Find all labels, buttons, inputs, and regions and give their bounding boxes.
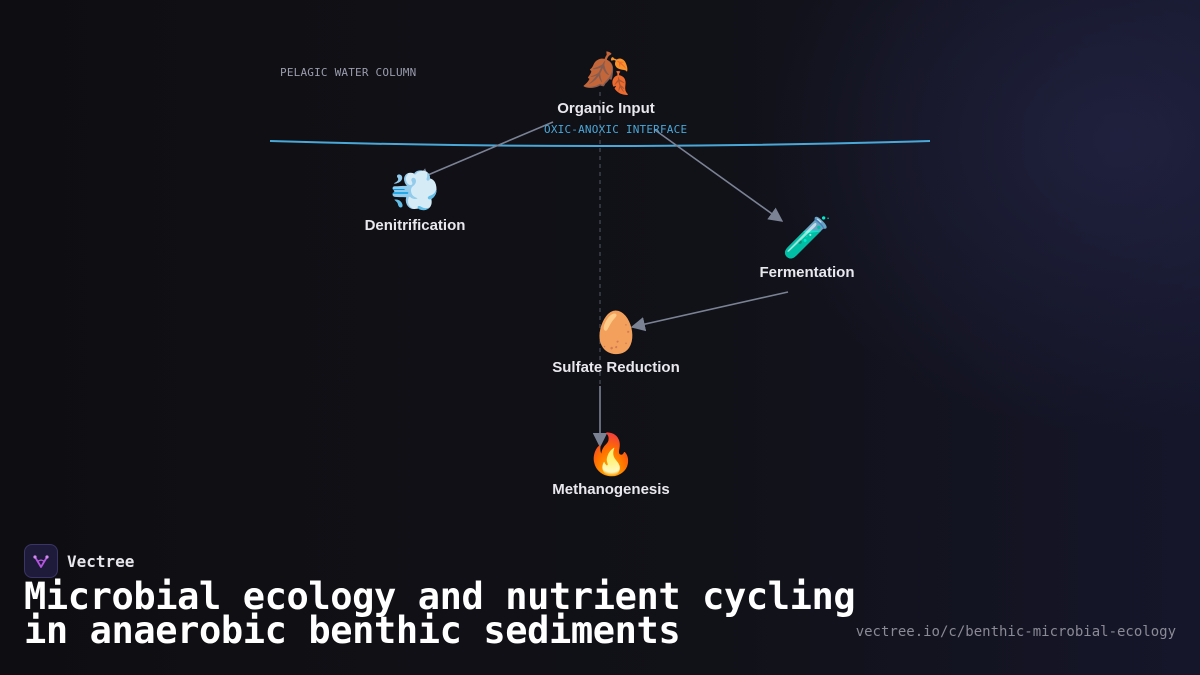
test-tube-icon: 🧪 (782, 215, 832, 261)
page-title: Microbial ecology and nutrient cycling i… (24, 575, 864, 652)
brand-name: Vectree (67, 551, 135, 571)
fire-icon: 🔥 (586, 432, 636, 478)
dash-wind-icon: 💨 (390, 168, 440, 214)
zone-label-interface: OXIC-ANOXIC INTERFACE (544, 123, 688, 136)
brand-logo-icon (24, 544, 58, 578)
brand[interactable]: Vectree (24, 544, 134, 578)
interface-line (269, 140, 931, 147)
edge-organic-to-denitrification (414, 121, 554, 182)
edge-organic-to-fermentation (654, 129, 784, 222)
edge-fermentation-to-sulfate (630, 291, 789, 332)
node-label: Denitrification (364, 217, 466, 234)
node-label: Sulfate Reduction (552, 359, 680, 376)
fallen-leaves-icon: 🍂 (581, 51, 631, 97)
node-organic-input: 🍂 Organic Input (506, 50, 706, 117)
node-sulfate-reduction: 🥚 Sulfate Reduction (516, 309, 716, 376)
node-label: Fermentation (759, 264, 855, 281)
node-label: Organic Input (557, 100, 655, 117)
node-label: Methanogenesis (552, 481, 670, 498)
title-line-1: Microbial ecology and nutrient cycling (24, 575, 856, 618)
node-methanogenesis: 🔥 Methanogenesis (511, 431, 711, 498)
zone-label-pelagic: PELAGIC WATER COLUMN (280, 66, 417, 79)
egg-icon: 🥚 (591, 310, 641, 356)
title-line-2: in anaerobic benthic sediments (24, 609, 681, 652)
source-url-link[interactable]: vectree.io/c/benthic-microbial-ecology (855, 624, 1176, 640)
node-fermentation: 🧪 Fermentation (707, 214, 907, 281)
node-denitrification: 💨 Denitrification (315, 167, 515, 234)
